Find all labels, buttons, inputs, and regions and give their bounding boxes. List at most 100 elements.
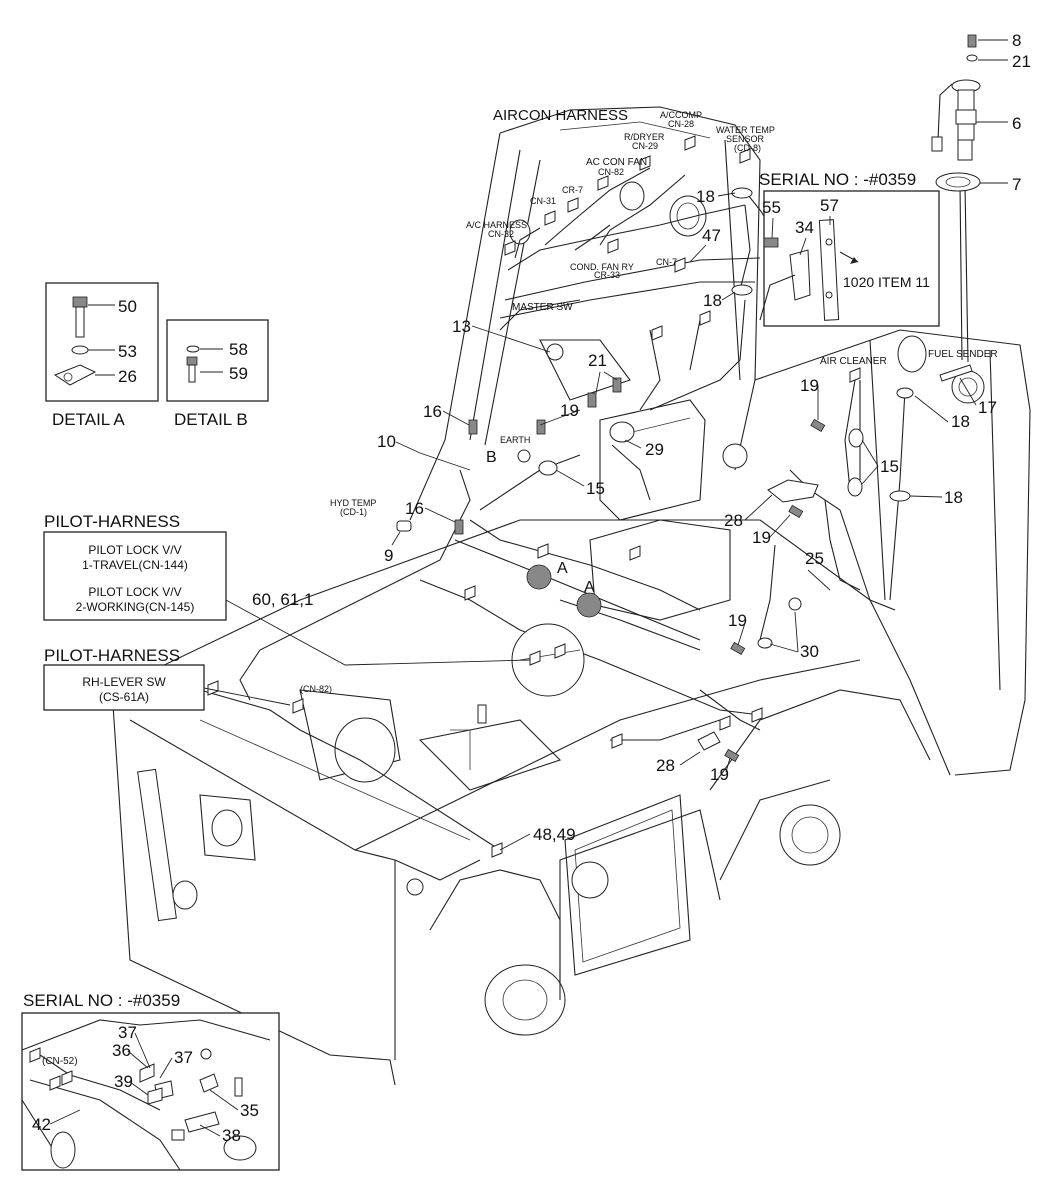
serial-inset-bottom: SERIAL NO : -#0359 (CN-52) — [21, 991, 280, 1171]
hyd-temp-b: (CD-1) — [340, 507, 367, 517]
detail-a-title: DETAIL A — [52, 410, 125, 429]
ac-con-fan-a: AC CON FAN — [586, 157, 647, 168]
callout-58: 58 — [229, 340, 248, 359]
detail-b-letter: B — [486, 449, 497, 466]
callout-17: 17 — [978, 398, 997, 417]
earth-label: EARTH — [500, 435, 530, 445]
callout-35: 35 — [240, 1101, 259, 1120]
callout-48-49: 48,49 — [533, 825, 576, 844]
callout-28-b: 28 — [656, 756, 675, 775]
callout-19-c: 19 — [752, 528, 771, 547]
pilot-harness-label-2: PILOT-HARNESS — [44, 646, 180, 665]
callout-9: 9 — [384, 546, 393, 565]
wiring-harness — [199, 167, 969, 851]
ac-harness-b: CN-32 — [488, 229, 514, 239]
a-ccomp-b: CN-28 — [668, 119, 694, 129]
callout-16-a: 16 — [423, 402, 442, 421]
pilot-harness-boxes — [43, 531, 531, 711]
detail-b-title: DETAIL B — [174, 410, 248, 429]
callout-10: 10 — [377, 432, 396, 451]
ac-con-fan-b: CN-82 — [598, 167, 624, 177]
detail-b-box — [166, 319, 269, 402]
lower-frame-structure — [111, 519, 951, 1086]
water-temp-b: SENSOR — [726, 134, 765, 144]
detail-a-letter-2: A — [584, 579, 595, 596]
master-sw-label: MASTER SW — [512, 302, 573, 313]
upper-frame-structure — [409, 106, 1031, 776]
callout-21-mid: 21 — [588, 351, 607, 370]
callout-30: 30 — [800, 642, 819, 661]
callout-15-b: 15 — [880, 457, 899, 476]
pilot-harness-label-1: PILOT-HARNESS — [44, 512, 180, 531]
callout-36: 36 — [112, 1041, 131, 1060]
callout-16-b: 16 — [405, 499, 424, 518]
callout-15-a: 15 — [586, 479, 605, 498]
callout-26: 26 — [118, 367, 137, 386]
callout-19-d: 19 — [728, 611, 747, 630]
callout-19-b: 19 — [800, 376, 819, 395]
callout-8: 8 — [1012, 31, 1021, 50]
callout-13: 13 — [452, 317, 471, 336]
callout-6: 6 — [1012, 114, 1021, 133]
callout-18-b: 18 — [703, 291, 722, 310]
cn31-label: CN-31 — [530, 196, 556, 206]
ac-harness-a: A/C HARNESS — [466, 220, 527, 230]
detail-a-letter-1: A — [557, 560, 568, 577]
callout-18-d: 18 — [944, 488, 963, 507]
connector-flags — [171, 135, 861, 858]
cr7-label: CR-7 — [562, 185, 583, 195]
callout-53: 53 — [118, 342, 137, 361]
callout-55: 55 — [762, 198, 781, 217]
r-dryer-a: R/DRYER — [624, 132, 665, 142]
callout-60-61-1: 60, 61,1 — [252, 590, 313, 609]
callout-37-a: 37 — [118, 1023, 137, 1042]
cn82-main-label: (CN-82) — [300, 684, 332, 694]
serial-no-bottom-label: SERIAL NO : -#0359 — [23, 991, 180, 1010]
rh-lever-a: RH-LEVER SW — [82, 675, 166, 689]
pilot-lock-2a: PILOT LOCK V/V — [88, 585, 181, 599]
callout-19-e: 19 — [710, 765, 729, 784]
callout-29: 29 — [645, 440, 664, 459]
callout-28-a: 28 — [724, 511, 743, 530]
hardware-parts — [396, 34, 981, 763]
cn52-label: (CN-52) — [42, 1056, 78, 1067]
leader-lines — [49, 39, 1008, 1137]
serial-no-top-label: SERIAL NO : -#0359 — [759, 170, 916, 189]
diagram-labels: AIRCON HARNESS DETAIL A DETAIL B PILOT-H… — [44, 107, 998, 704]
item-1020-label: 1020 ITEM 11 — [843, 274, 930, 290]
aircon-harness-label: AIRCON HARNESS — [493, 107, 628, 124]
water-temp-a: WATER TEMP — [716, 125, 775, 135]
callout-37-b: 37 — [174, 1048, 193, 1067]
pilot-lock-1a: PILOT LOCK V/V — [88, 543, 181, 557]
a-ccomp-a: A/CCOMP — [660, 110, 702, 120]
callout-25: 25 — [805, 549, 824, 568]
callout-34: 34 — [795, 218, 814, 237]
callout-50: 50 — [118, 297, 137, 316]
fuel-sender-label: FUEL SENDER — [928, 349, 998, 360]
pilot-lock-1b: 1-TRAVEL(CN-144) — [82, 558, 188, 572]
callout-7: 7 — [1012, 175, 1021, 194]
callout-21-top: 21 — [1012, 52, 1031, 71]
callout-47: 47 — [702, 226, 721, 245]
callout-19-a: 19 — [560, 401, 579, 420]
callout-18-c: 18 — [951, 412, 970, 431]
callout-18-a: 18 — [696, 187, 715, 206]
hyd-temp-a: HYD TEMP — [330, 498, 376, 508]
cn7-label: CN-7 — [656, 257, 677, 267]
pilot-lock-2b: 2-WORKING(CN-145) — [76, 600, 195, 614]
callout-38: 38 — [222, 1126, 241, 1145]
r-dryer-b: CN-29 — [632, 141, 658, 151]
serial-inset-top: SERIAL NO : -#0359 1020 ITEM 11 — [759, 170, 940, 327]
callout-39: 39 — [114, 1072, 133, 1091]
rh-lever-b: (CS-61A) — [99, 690, 149, 704]
callout-42: 42 — [32, 1115, 51, 1134]
air-cleaner-label: AIR CLEANER — [820, 356, 887, 367]
callout-59: 59 — [229, 364, 248, 383]
detail-a-box — [45, 282, 159, 402]
cond-fan-ry-a: COND. FAN RY — [570, 262, 634, 272]
water-temp-c: (CD-8) — [734, 143, 761, 153]
callout-57: 57 — [820, 196, 839, 215]
callout-numbers: 8 21 6 7 55 34 57 18 18 18 18 47 13 21 1… — [32, 31, 1031, 1145]
cond-fan-ry-b: CR-33 — [594, 270, 620, 280]
